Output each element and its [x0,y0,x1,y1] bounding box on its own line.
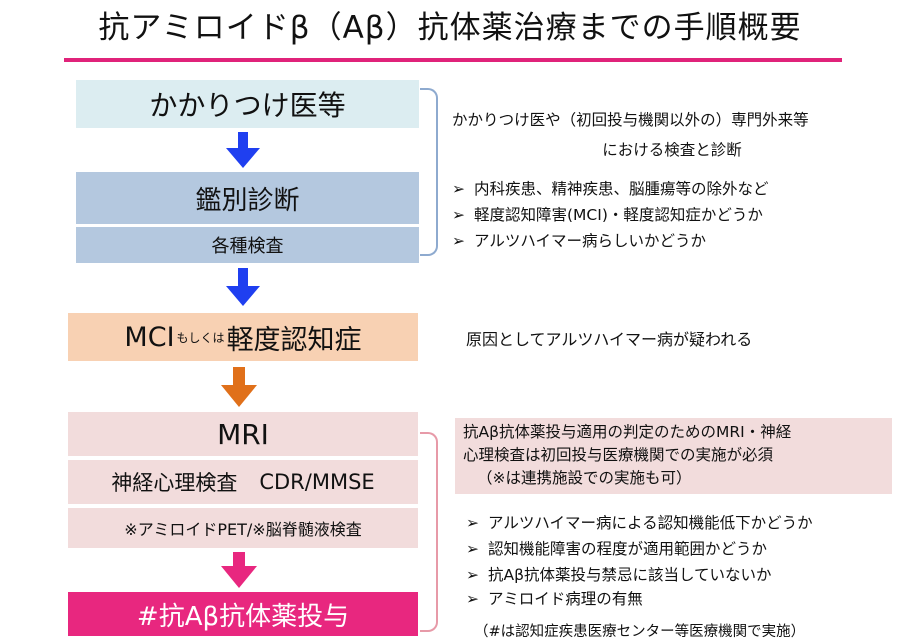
right-mid-desc: 原因としてアルツハイマー病が疑われる [466,330,753,349]
step-differential-diagnosis: 鑑別診断 [76,172,419,224]
note-line-2: 心理検査は初回投与医療機関での実施が必須 [463,446,774,464]
bullet-arrow-icon: ➢ [466,540,479,558]
bullet-arrow-icon: ➢ [452,206,465,224]
right-top-desc-line1: かかりつけ医や（初回投与機関以外の）専門外来等 [452,111,809,129]
list-item: ➢アミロイド病理の有無 [466,590,643,608]
right-top-bullets: ➢内科疾患、精神疾患、脳腫瘍等の除外など ➢軽度認知障害(MCI)・軽度認知症か… [452,176,769,254]
blue-arrow-1 [226,132,260,168]
list-item: ➢軽度認知障害(MCI)・軽度認知症かどうか [452,202,769,228]
mild-dementia-label: 軽度認知症 [226,324,362,356]
bracket-top [420,88,438,256]
neuropsych-label: 神経心理検査 [111,471,238,495]
bullet-arrow-icon: ➢ [466,566,479,584]
step-primary-care-label: かかりつけ医等 [149,89,346,122]
page-title: 抗アミロイドβ（Aβ）抗体薬治療までの手順概要 [98,10,802,46]
requirement-note-box: 抗Aβ抗体薬投与適用の判定のためのMRI・神経 心理検査は初回投与医療機関での実… [455,418,892,494]
list-item: ➢アルツハイマー病らしいかどうか [452,228,769,254]
bullet-arrow-icon: ➢ [466,514,479,532]
pink-arrow [221,552,257,588]
step-amyloid-pet-csf: ※アミロイドPET/※脳脊髄液検査 [68,508,418,548]
bracket-bottom [420,432,438,632]
cdr-mmse-label: CDR/MMSE [259,470,375,494]
step-amyloid-pet-csf-label: ※アミロイドPET/※脳脊髄液検査 [124,520,362,539]
step-mri-label: MRI [217,417,269,451]
step-primary-care: かかりつけ医等 [76,80,419,128]
bullet-arrow-icon: ➢ [452,232,465,250]
blue-arrow-2 [226,268,260,306]
list-item: ➢アルツハイマー病による認知機能低下かどうか [466,510,813,536]
list-item: ➢認知機能障害の程度が適用範囲かどうか [466,536,813,562]
list-item: ➢内科疾患、精神疾患、脳腫瘍等の除外など [452,176,769,202]
note-line-3: （※は連携施設での実施も可） [477,469,692,487]
step-antibody-administration-label: #抗Aβ抗体薬投与 [136,601,350,632]
list-item: ➢抗Aβ抗体薬投与禁忌に該当していないか [466,562,813,588]
bullet-arrow-icon: ➢ [466,590,479,608]
step-neuropsych-tests: 神経心理検査 CDR/MMSE [68,460,418,504]
note-line-1: 抗Aβ抗体薬投与適用の判定のためのMRI・神経 [463,423,792,441]
footnote: （#は認知症疾患医療センター等医療機関で実施） [474,624,806,640]
step-various-tests: 各種検査 [76,227,419,263]
mci-label: MCI [124,321,175,353]
step-mri: MRI [68,412,418,456]
or-label: もしくは [176,330,225,345]
bullet-arrow-icon: ➢ [452,180,465,198]
orange-arrow [221,367,257,407]
title-underline [64,58,842,62]
right-bottom-bullets: ➢アルツハイマー病による認知機能低下かどうか ➢認知機能障害の程度が適用範囲かど… [466,510,813,610]
step-differential-diagnosis-label: 鑑別診断 [195,185,300,216]
right-top-desc-line2: における検査と診断 [602,141,742,159]
step-antibody-administration: #抗Aβ抗体薬投与 [68,592,418,636]
step-various-tests-label: 各種検査 [211,236,284,257]
